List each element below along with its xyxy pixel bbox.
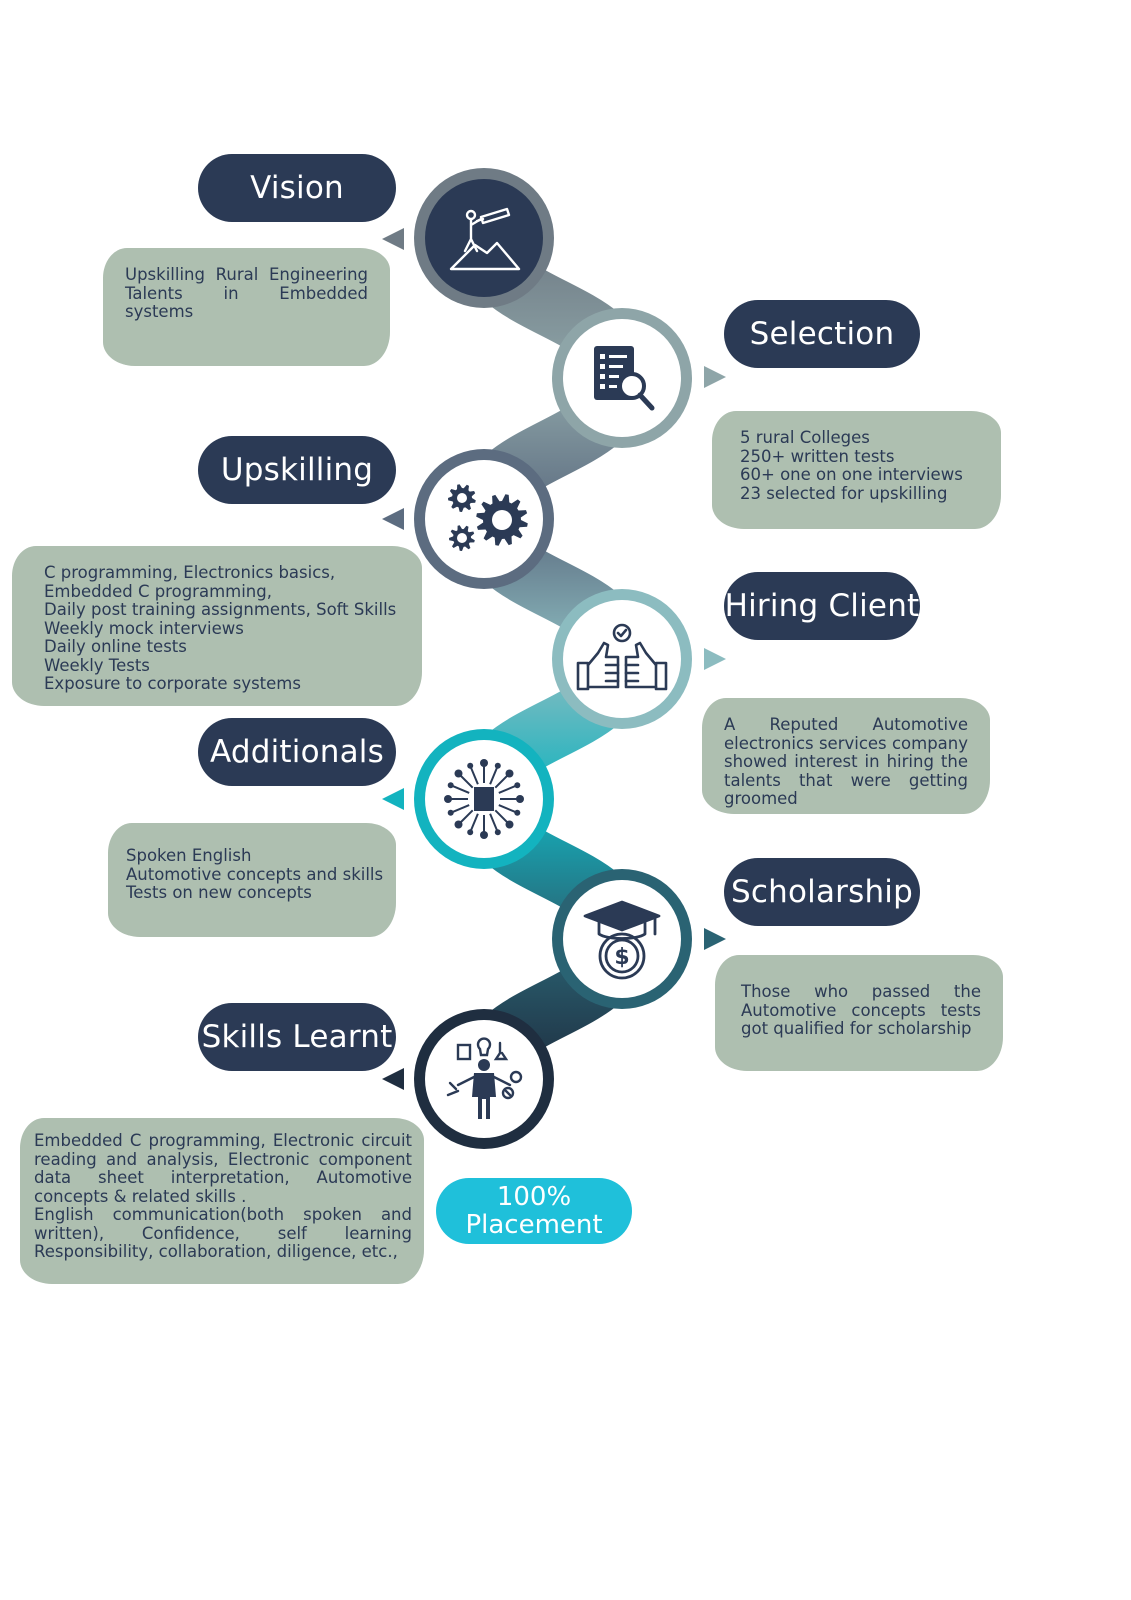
- stage-additionals-description: Spoken English Automotive concepts and s…: [108, 823, 396, 937]
- network-link: [498, 804, 518, 814]
- network-node: [447, 809, 454, 816]
- stage-upskilling-icon-disc: [425, 460, 543, 578]
- stage-vision-pointer: [382, 228, 404, 250]
- network-link: [469, 813, 479, 833]
- stage-additionals-icon-disc: [425, 740, 543, 858]
- stage-hiring-client-icon-disc: [563, 600, 681, 718]
- placement-percent: 100%: [496, 1182, 572, 1212]
- network-node: [514, 809, 521, 816]
- network-node: [467, 829, 474, 836]
- stage-vision-description: Upskilling Rural Engineering Talents in …: [103, 248, 390, 366]
- stage-additionals-line: Tests on new concepts: [126, 883, 312, 902]
- stage-upskilling-line: Weekly mock interviews: [44, 618, 244, 638]
- stage-upskilling-description: C programming, Electronics basics, Embed…: [12, 546, 422, 706]
- network-node: [454, 820, 463, 829]
- stage-selection-line: 23 selected for upskilling: [740, 483, 948, 503]
- network-node: [447, 782, 454, 789]
- multitasking-person-icon: [446, 1037, 523, 1119]
- stage-selection-line: 60+ one on one interviews: [740, 465, 963, 484]
- stage-additionals-line: Spoken English: [126, 846, 252, 865]
- stage-additionals-title: Additionals: [198, 718, 396, 786]
- stage-upskilling-line: Exposure to corporate systems: [44, 674, 301, 693]
- stage-selection-line: 5 rural Colleges: [740, 428, 870, 447]
- stage-upskilling-pointer: [382, 508, 404, 530]
- network-node: [505, 820, 514, 829]
- stage-selection-title: Selection: [724, 300, 920, 368]
- network-node: [454, 769, 463, 778]
- stage-selection-node: [552, 308, 692, 448]
- stage-upskilling-line: Weekly Tests: [44, 655, 150, 675]
- stage-scholarship-pointer: [704, 928, 726, 950]
- document-search-icon: [594, 346, 655, 411]
- stage-skills-learnt-icon-disc: [425, 1020, 543, 1138]
- stage-skills-learnt-line: English communication(both spoken and wr…: [34, 1205, 412, 1261]
- stage-additionals-node: [414, 729, 554, 869]
- network-link: [469, 765, 479, 785]
- stage-hiring-client-title: Hiring Client: [724, 572, 920, 640]
- network-link: [489, 813, 499, 833]
- stage-hiring-client-node: [552, 589, 692, 729]
- stage-selection-line: 250+ written tests: [740, 446, 895, 466]
- stage-skills-learnt-node: [414, 1009, 554, 1149]
- placement-label: Placement: [465, 1210, 603, 1240]
- stage-selection-pointer: [704, 366, 726, 388]
- network-link: [450, 784, 470, 794]
- stage-upskilling-line: Daily online tests: [44, 637, 187, 656]
- telescope-on-mountain-icon: [449, 207, 521, 271]
- graduation-cap-coin-icon: $: [583, 900, 661, 980]
- network-node: [494, 762, 501, 769]
- network-node: [516, 795, 524, 803]
- network-node: [467, 762, 474, 769]
- stage-additionals-line: Automotive concepts and skills: [126, 864, 384, 884]
- stage-hiring-client-pointer: [704, 648, 726, 670]
- stage-upskilling-line: Embedded C programming,: [44, 581, 272, 601]
- network-link: [489, 765, 499, 785]
- stage-scholarship-title: Scholarship: [724, 858, 920, 926]
- network-node: [494, 829, 501, 836]
- stage-hiring-client-line: A Reputed Automotive electronics service…: [724, 715, 968, 808]
- stage-skills-learnt-line: Embedded C programming, Electronic circu…: [34, 1131, 412, 1206]
- stage-skills-learnt-description: Embedded C programming, Electronic circu…: [20, 1118, 424, 1284]
- stage-upskilling-line: Daily post training assignments, Soft Sk…: [44, 600, 397, 619]
- placement-badge: 100% Placement: [436, 1178, 632, 1244]
- stage-hiring-client-description: A Reputed Automotive electronics service…: [702, 698, 990, 814]
- network-node: [480, 831, 488, 839]
- stage-vision-node: [414, 168, 554, 308]
- stage-scholarship-description: Those who passed the Automotive concepts…: [715, 955, 1003, 1071]
- network-link: [498, 784, 518, 794]
- stage-upskilling-title: Upskilling: [198, 436, 396, 504]
- thumbs-up-check-icon: [576, 623, 668, 691]
- gear-hole: [457, 493, 467, 503]
- network-node: [444, 795, 452, 803]
- stage-selection-icon-disc: [563, 319, 681, 437]
- stage-scholarship-node: $: [552, 869, 692, 1009]
- stage-vision-line: Upskilling Rural Engineering Talents in …: [125, 265, 368, 321]
- network-node: [480, 759, 488, 767]
- network-link: [450, 804, 470, 814]
- gear-hole: [457, 533, 467, 543]
- stage-skills-learnt-title: Skills Learnt: [198, 1003, 396, 1071]
- stage-selection-description: 5 rural Colleges 250+ written tests 60+ …: [712, 411, 1001, 529]
- stage-vision-title: Vision: [198, 154, 396, 222]
- stage-upskilling-node: [414, 449, 554, 589]
- stage-scholarship-icon-disc: $: [563, 880, 681, 998]
- stage-vision-icon-disc: [425, 179, 543, 297]
- gears-icon: [448, 484, 528, 551]
- stage-additionals-pointer: [382, 788, 404, 810]
- svg-text:$: $: [614, 945, 629, 970]
- stage-skills-learnt-pointer: [382, 1068, 404, 1090]
- stage-scholarship-line: Those who passed the Automotive concepts…: [741, 982, 981, 1038]
- chip-network-icon: [444, 759, 524, 839]
- network-node: [514, 782, 521, 789]
- network-node: [505, 769, 514, 778]
- stage-upskilling-line: C programming, Electronics basics,: [44, 563, 336, 582]
- gear-hole: [492, 510, 512, 530]
